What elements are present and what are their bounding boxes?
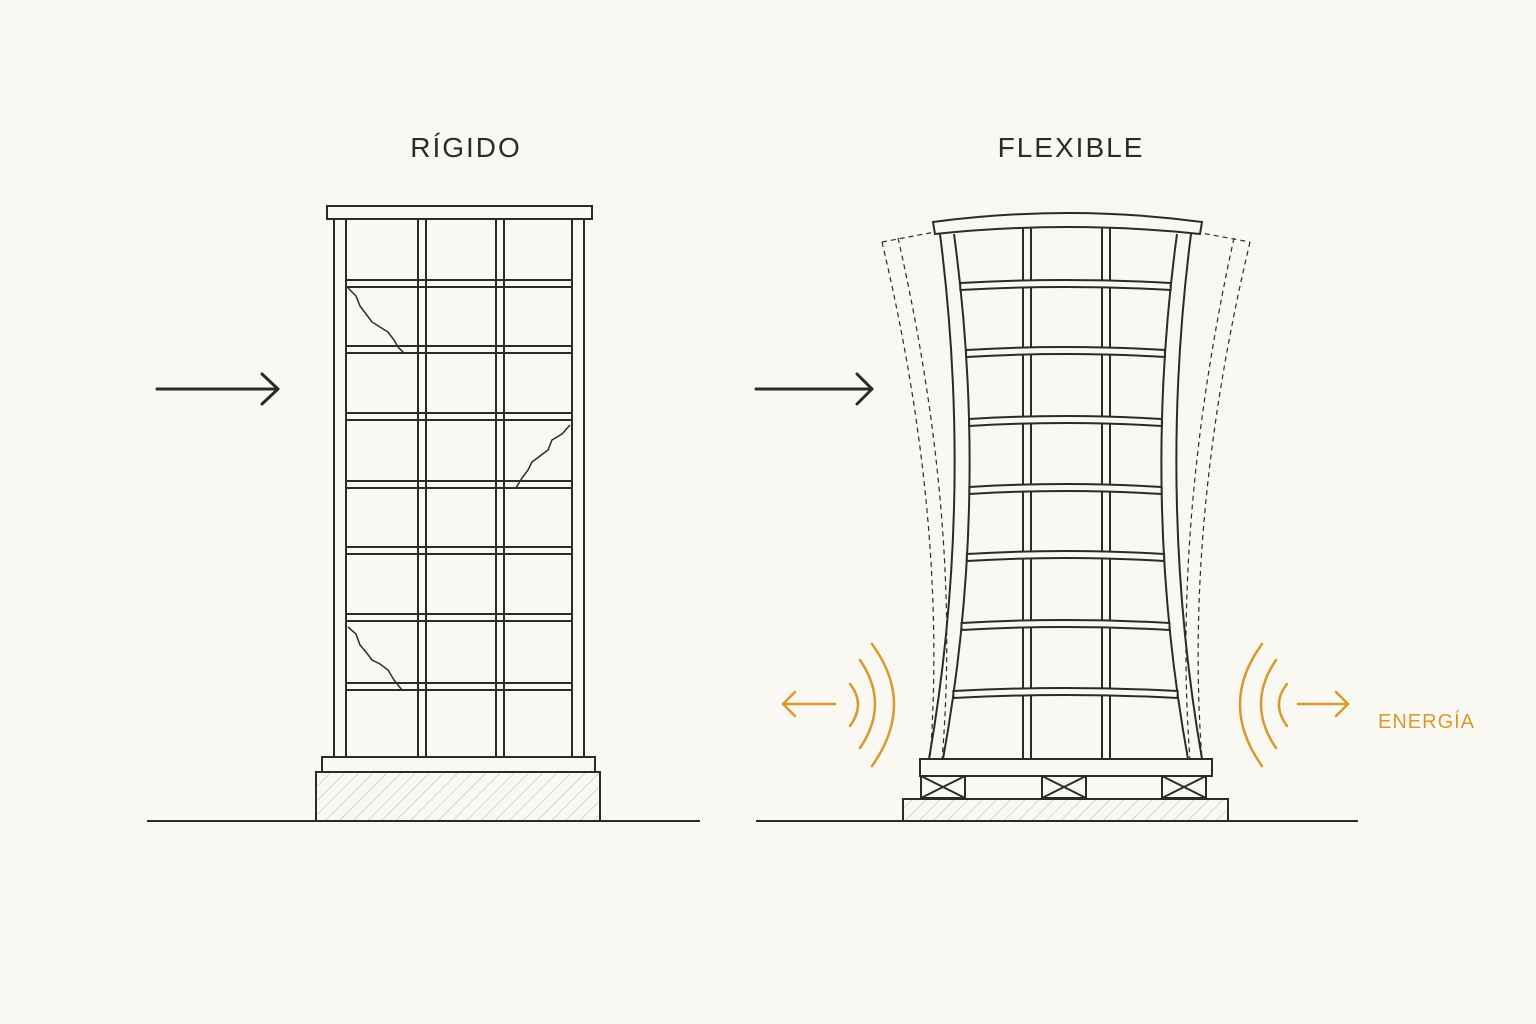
sway-outline-top — [881, 231, 936, 243]
rigid-roof-slab — [326, 205, 593, 220]
floor-beam — [345, 480, 573, 489]
isolator-icon — [1041, 775, 1087, 799]
crack-icon — [347, 626, 403, 691]
rigid-building — [147, 205, 700, 822]
flexible-title: FLEXIBLE — [997, 132, 1145, 163]
force-arrow-icon — [754, 372, 874, 406]
floor-beam — [960, 619, 1171, 632]
isolator-icon — [1161, 775, 1207, 799]
floor-beam — [965, 346, 1166, 359]
sway-outline-top — [1195, 231, 1251, 243]
energy-label: ENERGÍA — [1378, 711, 1476, 733]
rigid-title: RÍGIDO — [410, 132, 522, 163]
energy-wave-icon — [1238, 642, 1350, 768]
floor-beam — [345, 345, 573, 354]
flexible-column-right — [1175, 233, 1203, 760]
floor-beam — [345, 613, 573, 622]
floor-beam — [345, 279, 573, 288]
rigid-base-slab — [321, 756, 596, 773]
flexible-column-left — [942, 233, 971, 760]
floor-beam — [959, 279, 1172, 292]
floor-beam — [345, 412, 573, 421]
floor-beam — [345, 546, 573, 555]
rigid-column-right — [571, 218, 585, 758]
isolator-icon — [920, 775, 966, 799]
flexible-floor-beams — [952, 279, 1179, 700]
floor-beam — [965, 550, 1166, 563]
sway-outline-left — [881, 241, 935, 761]
crack-icon — [347, 287, 405, 354]
flexible-building — [756, 212, 1358, 822]
rigid-foundation — [315, 771, 601, 822]
sway-outline-right — [1197, 241, 1251, 761]
flexible-column-right — [1160, 233, 1189, 760]
flexible-column-left — [928, 233, 956, 760]
floor-beam — [968, 415, 1163, 428]
rigid-floor-beams — [345, 279, 573, 691]
rigid-column-left — [333, 218, 347, 758]
sway-outline-right — [1185, 237, 1235, 761]
sway-outline-left — [897, 237, 948, 761]
floor-beam — [968, 483, 1163, 496]
flexible-foundation — [902, 798, 1229, 822]
energy-wave-icon — [781, 642, 896, 768]
floor-beam — [952, 687, 1179, 700]
flexible-roof-slab — [931, 212, 1204, 236]
crack-icon — [515, 424, 571, 489]
flexible-base-slab — [919, 758, 1213, 777]
force-arrow-icon — [155, 372, 280, 406]
floor-beam — [345, 682, 573, 691]
